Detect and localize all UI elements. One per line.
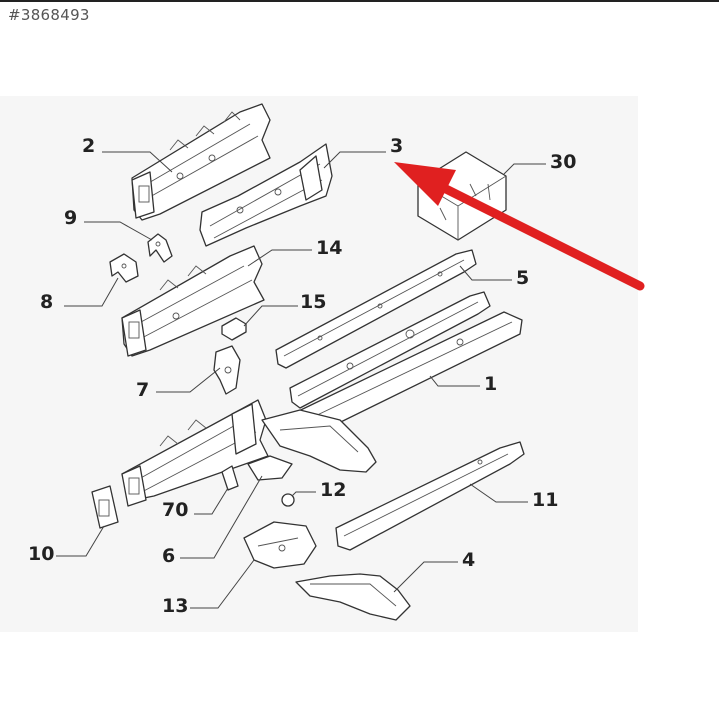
part-14-front-rail-middle xyxy=(121,245,265,357)
callout-6: 6 xyxy=(162,545,175,567)
leader-7 xyxy=(156,367,221,393)
part-3-inner-panel xyxy=(199,143,333,247)
callout-30: 30 xyxy=(550,151,576,173)
leader-2 xyxy=(102,151,173,173)
part-10-plate xyxy=(91,485,119,529)
callout-10: 10 xyxy=(28,543,54,565)
callout-3: 3 xyxy=(390,135,403,157)
lower-front-rail xyxy=(121,399,269,507)
part-12-washer xyxy=(281,493,295,507)
leader-8 xyxy=(64,277,119,307)
leader-13 xyxy=(190,559,255,609)
leader-30 xyxy=(503,163,546,175)
callout-9: 9 xyxy=(64,207,77,229)
leader-4 xyxy=(393,561,458,593)
leader-10 xyxy=(56,525,105,557)
callout-7: 7 xyxy=(136,379,149,401)
callout-numbers: 2 3 30 9 14 8 15 5 7 1 70 12 11 10 6 4 1… xyxy=(28,135,576,617)
part-9-small-bracket xyxy=(147,233,173,263)
callout-12: 12 xyxy=(320,479,346,501)
leader-6 xyxy=(180,475,263,559)
top-border xyxy=(0,0,719,2)
callout-13: 13 xyxy=(162,595,188,617)
part-11-sill-rail xyxy=(335,441,525,551)
leader-9 xyxy=(84,221,153,241)
leader-3 xyxy=(323,151,386,169)
part-70-small-bracket xyxy=(221,465,239,491)
callout-1: 1 xyxy=(484,373,497,395)
wheel-arch-panel xyxy=(261,409,377,473)
part-1-long-rail-upper xyxy=(289,291,491,409)
highlight-arrow xyxy=(394,162,645,291)
callout-2: 2 xyxy=(82,135,95,157)
leader-1 xyxy=(429,375,480,387)
part-15-clip xyxy=(221,317,247,341)
callout-5: 5 xyxy=(516,267,529,289)
leader-70 xyxy=(194,487,229,515)
callout-8: 8 xyxy=(40,291,53,313)
leader-11 xyxy=(469,483,528,503)
callout-70: 70 xyxy=(162,499,188,521)
part-8-small-bracket xyxy=(109,253,139,283)
leader-lines xyxy=(56,151,546,609)
listing-id: #3868493 xyxy=(8,6,90,24)
callout-14: 14 xyxy=(316,237,342,259)
callout-4: 4 xyxy=(462,549,475,571)
part-13-floor-panel xyxy=(243,521,317,569)
part-4-rear-bracket xyxy=(295,573,411,621)
callout-11: 11 xyxy=(532,489,558,511)
part-2-front-rail-upper xyxy=(131,103,271,221)
part-5-long-rail xyxy=(275,249,477,369)
leader-12 xyxy=(291,491,316,497)
part-6-plate xyxy=(247,455,293,481)
callout-15: 15 xyxy=(300,291,326,313)
leader-15 xyxy=(243,305,298,327)
leader-5 xyxy=(459,265,512,281)
leader-14 xyxy=(247,249,312,267)
